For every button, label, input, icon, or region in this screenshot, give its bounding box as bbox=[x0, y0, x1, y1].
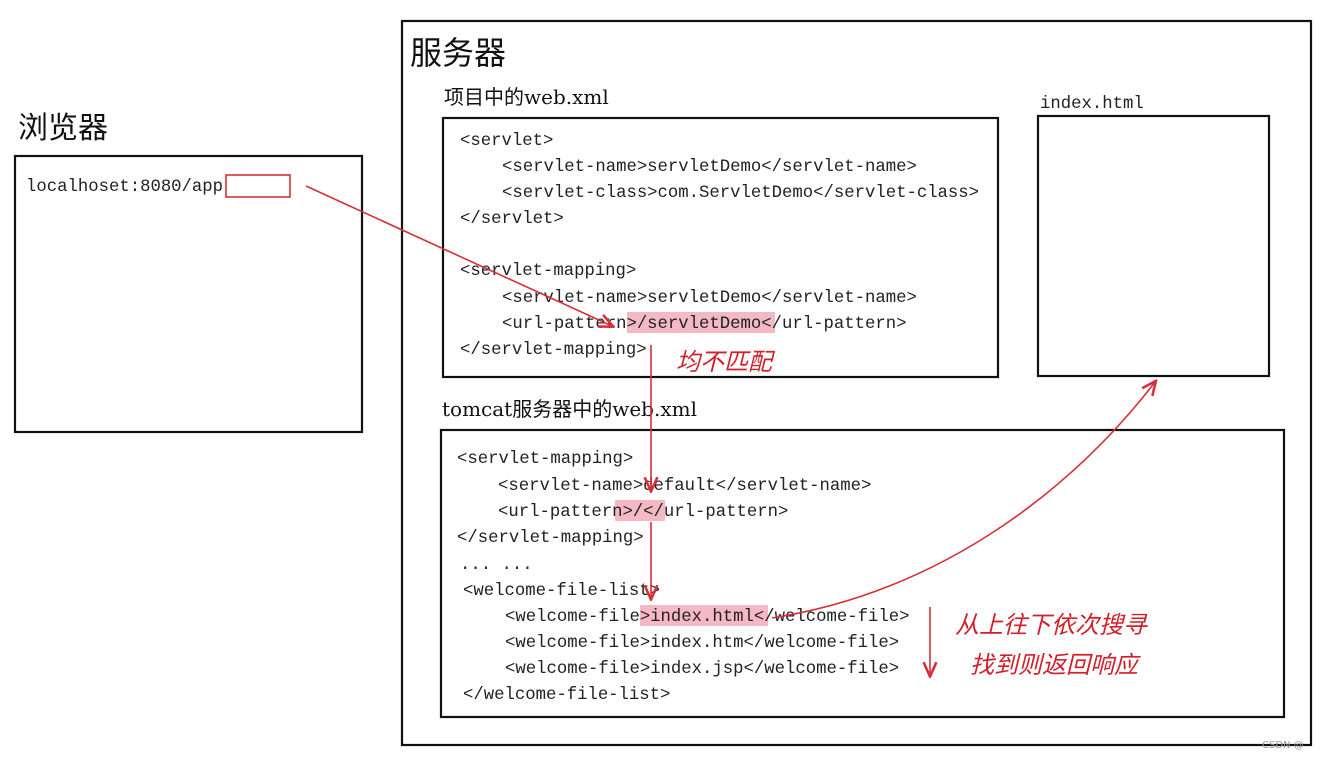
code-line: <welcome-file-list> bbox=[463, 582, 660, 601]
code-line: </servlet-mapping> bbox=[457, 529, 644, 548]
server-title: 服务器 bbox=[410, 34, 506, 72]
code-line: <servlet> bbox=[460, 132, 553, 151]
annotation-no-match: 均不匹配 bbox=[676, 348, 776, 376]
browser-url: localhoset:8080/app bbox=[26, 178, 223, 197]
code-line: <servlet-mapping> bbox=[460, 262, 636, 281]
code-line: <url-pattern>/</url-pattern> bbox=[498, 503, 788, 522]
server-box bbox=[400, 19, 1313, 747]
tomcat-xml-box bbox=[439, 428, 1286, 719]
code-line: </servlet-mapping> bbox=[460, 341, 647, 360]
code-line: <servlet-mapping> bbox=[457, 450, 633, 469]
code-line: <welcome-file>index.jsp</welcome-file> bbox=[505, 660, 899, 679]
project-xml-title: 项目中的web.xml bbox=[444, 85, 609, 109]
annotation-search-line2: 找到则返回响应 bbox=[970, 651, 1141, 679]
index-html-title: index.html bbox=[1040, 95, 1144, 114]
code-line: <servlet-name>servletDemo</servlet-name> bbox=[502, 158, 917, 177]
browser-title: 浏览器 bbox=[18, 111, 108, 146]
code-line: </servlet> bbox=[460, 210, 564, 229]
url-path-placeholder bbox=[225, 174, 291, 198]
tomcat-xml-code: <servlet-mapping> <servlet-name>default<… bbox=[457, 450, 909, 705]
project-xml-code: <servlet> <servlet-name>servletDemo</ser… bbox=[460, 132, 979, 360]
watermark: CSDN @ bbox=[1262, 740, 1304, 751]
code-line: </welcome-file-list> bbox=[463, 686, 670, 705]
project-xml-box bbox=[441, 116, 1000, 379]
tomcat-xml-title: tomcat服务器中的web.xml bbox=[442, 397, 697, 421]
code-line: <url-pattern>/servletDemo</url-pattern> bbox=[502, 315, 906, 334]
code-line: <welcome-file>index.htm</welcome-file> bbox=[505, 634, 899, 653]
code-line: ... ... bbox=[460, 556, 533, 575]
code-line: <servlet-class>com.ServletDemo</servlet-… bbox=[502, 184, 979, 203]
arrow-to-index-html bbox=[771, 382, 1155, 619]
annotation-search-line1: 从上往下依次搜寻 bbox=[955, 611, 1148, 639]
highlight-servletdemo bbox=[627, 312, 775, 333]
code-line: <welcome-file>index.html</welcome-file> bbox=[505, 608, 909, 627]
code-line: <servlet-name>servletDemo</servlet-name> bbox=[502, 289, 917, 308]
index-html-box bbox=[1036, 114, 1271, 378]
code-line: <servlet-name>default</servlet-name> bbox=[498, 477, 871, 496]
browser-box bbox=[13, 154, 364, 434]
highlight-slash bbox=[615, 500, 665, 521]
arrow-browser-to-mapping bbox=[305, 185, 612, 326]
highlight-index-html bbox=[640, 605, 768, 626]
